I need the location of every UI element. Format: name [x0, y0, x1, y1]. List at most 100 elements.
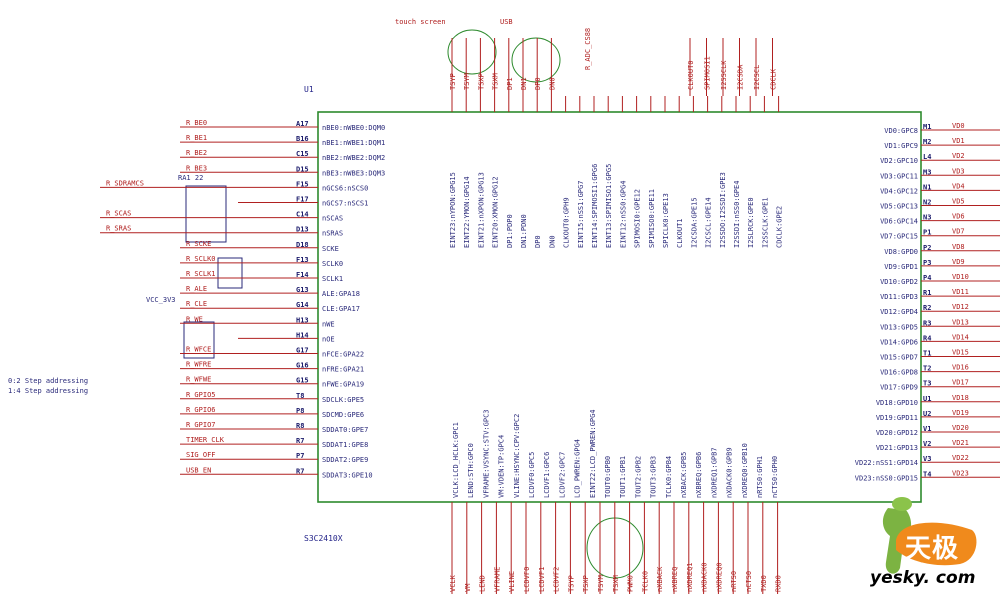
right-pin-name: VD11:GPD3	[880, 293, 918, 301]
left-pin-name: nBE2:nWBE2:DQM2	[322, 154, 385, 162]
bottom-pin-name: TOUT0:GPB0	[604, 456, 612, 498]
usb-circle	[511, 37, 561, 83]
right-pin-number: P3	[923, 259, 931, 267]
bottom-net-label: VFRAME	[493, 567, 501, 592]
chip-ref: U1	[304, 85, 314, 94]
left-pin-name: ALE:GPA18	[322, 290, 360, 298]
right-pin-number: P4	[923, 274, 931, 282]
bottom-pin-name: TOUT2:GPB2	[634, 456, 642, 498]
right-net-label: VD8	[952, 243, 965, 251]
right-pin-number: N2	[923, 199, 931, 207]
bottom-pin-name: LCD_PWREN:GPG4	[574, 439, 582, 498]
watermark-cn: 天极	[905, 534, 960, 564]
top-pin-name: EINT14:SPIMOSI1:GPG6	[591, 164, 599, 248]
left-pin-name: SCLK0	[322, 260, 343, 268]
right-pin-number: R4	[923, 334, 931, 342]
top-pin-name: CLKOUT1	[676, 218, 684, 248]
right-pin-number: M3	[923, 168, 931, 176]
left-net-label: R_SCLK1	[186, 270, 216, 278]
top-net-label: DP0	[534, 77, 542, 90]
bottom-pin-name: nCTS0:GPH0	[771, 456, 779, 498]
bottom-pin-name: TCLK0:GPB4	[665, 456, 673, 498]
right-pin-number: T1	[923, 350, 931, 358]
addr-note-2: 1:4 Step addressing	[8, 387, 88, 395]
left-net-label: R_BE1	[186, 134, 207, 142]
top-net-label: CDCLK	[770, 68, 778, 90]
bottom-net-label: nXBREQ	[671, 567, 679, 592]
right-pin-number: R3	[923, 319, 931, 327]
top-net-label: I2CSDA	[737, 64, 745, 90]
left-pin-number: P7	[296, 452, 304, 460]
right-pin-name: VD15:GPD7	[880, 354, 918, 362]
bottom-net-label: nXDREQ1	[686, 562, 694, 592]
right-net-label: VD0	[952, 122, 965, 130]
right-net-label: VD11	[952, 288, 969, 296]
right-pin-name: VD17:GPD9	[880, 384, 918, 392]
top-pin-name: I2CSDA:GPE15	[690, 197, 698, 248]
bottom-net-label: TCLK0	[641, 571, 649, 592]
right-net-label: VD13	[952, 318, 969, 326]
right-pin-number: R2	[923, 304, 931, 312]
right-pin-number: M2	[923, 138, 931, 146]
top-pin-name: EINT12:nSS0:GPG4	[619, 181, 627, 248]
right-pin-name: VD3:GPC11	[880, 172, 918, 180]
left-pin-number: R7	[296, 467, 304, 475]
left-net-label: R_SCKE	[186, 240, 211, 248]
bottom-pin-name: TOUT3:GPB3	[650, 456, 658, 498]
right-pin-number: L4	[923, 153, 931, 161]
right-pin-name: VD0:GPC8	[884, 127, 918, 135]
top-pin-name: EINT13:SPIMISO1:GPG5	[605, 164, 613, 248]
sclk-resistor	[217, 257, 243, 289]
left-pin-number: T8	[296, 392, 304, 400]
left-pin-name: nGCS7:nSCS1	[322, 200, 368, 208]
bottom-net-label: TSYM	[597, 575, 605, 592]
bottom-pin-name: nXDREQ0:GPB10	[741, 443, 749, 498]
bottom-net-label: TSXP	[582, 575, 590, 592]
right-net-label: VD7	[952, 228, 965, 236]
top-net-label: DN0	[548, 77, 556, 90]
right-net-label: VD23	[952, 469, 969, 477]
right-pin-number: U1	[923, 395, 931, 403]
right-pin-name: VD7:GPC15	[880, 233, 918, 241]
left-net-label: R_ALE	[186, 285, 207, 293]
left-pin-number: G14	[296, 301, 309, 309]
left-net-label: R_GPIO7	[186, 421, 216, 429]
left-pin-number: R8	[296, 422, 304, 430]
right-pin-name: VD2:GPC10	[880, 157, 918, 165]
bottom-net-label: TXD0	[760, 575, 768, 592]
left-pin-number: G17	[296, 347, 309, 355]
left-net-label: SIG_OFF	[186, 451, 216, 459]
bottom-pin-name: LCDVF2:GPC7	[558, 452, 566, 498]
right-pin-number: V2	[923, 440, 931, 448]
right-net-label: VD14	[952, 333, 969, 341]
top-net-label: DP1	[506, 77, 514, 90]
left-net-label: R_WFRE	[186, 361, 211, 369]
left-pin-name: SDDAT2:GPE9	[322, 456, 368, 464]
left-pin-number: F14	[296, 271, 309, 279]
bottom-net-label: TSYP	[567, 575, 575, 592]
bottom-pin-name: nXDREQ1:GPB7	[710, 447, 718, 498]
bottom-net-label: LCDVF0	[523, 567, 531, 592]
ra-resistor-array	[185, 185, 227, 243]
left-pin-number: D18	[296, 241, 309, 249]
right-pin-number: T4	[923, 470, 931, 478]
right-pin-name: VD22:nSS1:GPD14	[855, 459, 918, 467]
left-pin-name: SCLK1	[322, 275, 343, 283]
right-pin-name: VD4:GPC12	[880, 187, 918, 195]
right-pin-number: T2	[923, 365, 931, 373]
left-pin-number: F17	[296, 196, 309, 204]
right-net-label: VD10	[952, 273, 969, 281]
right-net-label: VD15	[952, 349, 969, 357]
right-net-label: VD3	[952, 167, 965, 175]
top-pin-name: CDCLK:GPE2	[776, 206, 784, 248]
top-net-label: SPIMOSI1	[704, 56, 712, 90]
left-net-label: R_SRAS	[106, 225, 131, 233]
right-net-label: VD18	[952, 394, 969, 402]
right-net-label: VD21	[952, 439, 969, 447]
bottom-net-label: LEND	[479, 575, 487, 592]
left-net-label: R_WFWE	[186, 376, 211, 384]
top-net-label: TSXM	[492, 73, 500, 90]
left-pin-name: nFWE:GPA19	[322, 381, 364, 389]
top-pin-name: EINT23:nYPON:GPG15	[449, 172, 457, 248]
